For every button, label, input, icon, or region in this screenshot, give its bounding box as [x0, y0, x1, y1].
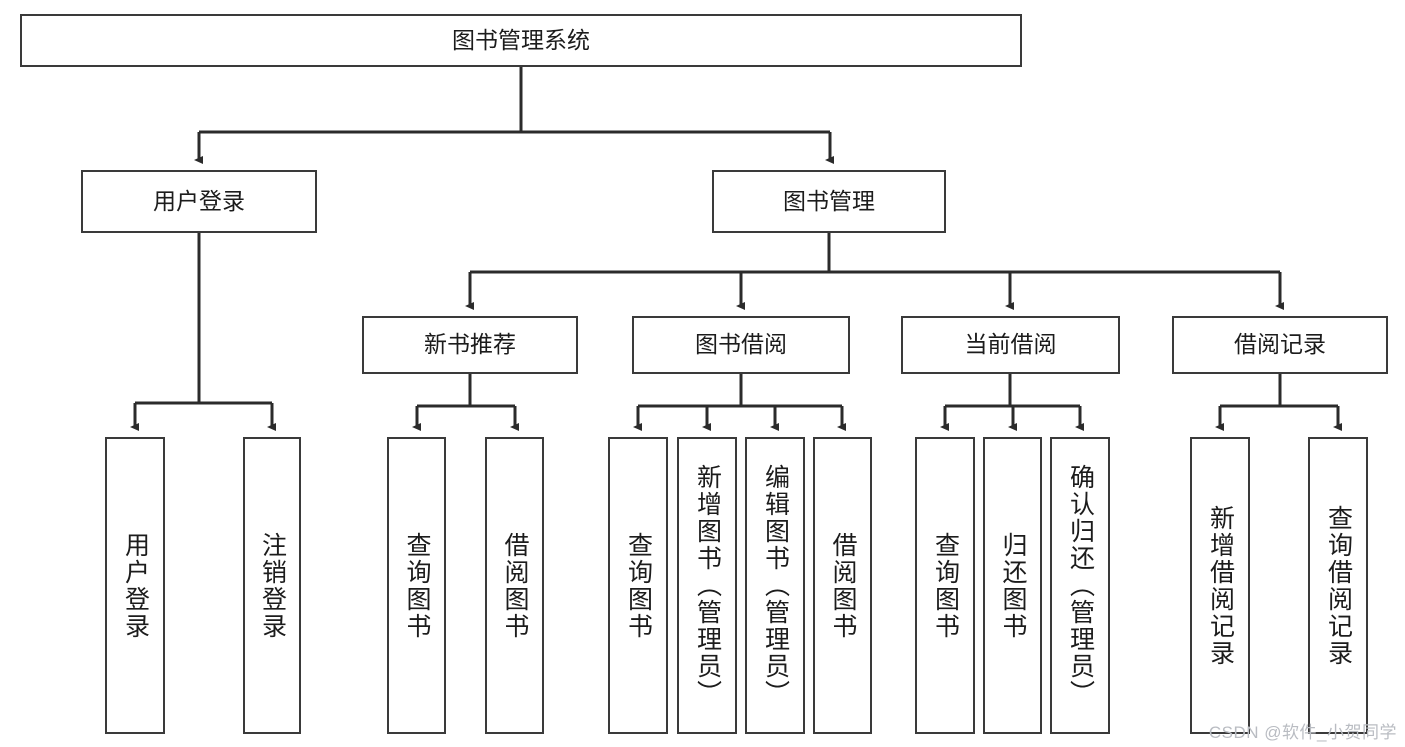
node-leaf-add-record-label: 新增借阅记录: [1206, 504, 1235, 667]
node-new-book-recommend[interactable]: 新书推荐: [362, 316, 578, 374]
watermark-text: CSDN @软件_小贺同学: [1208, 723, 1397, 742]
node-leaf-query-book-1[interactable]: 查询图书: [387, 437, 446, 734]
node-leaf-add-record[interactable]: 新增借阅记录: [1190, 437, 1250, 734]
node-book-borrow[interactable]: 图书借阅: [632, 316, 850, 374]
node-leaf-query-book-3[interactable]: 查询图书: [915, 437, 975, 734]
node-leaf-borrow-book-2-label: 借阅图书: [829, 531, 857, 640]
node-root-label: 图书管理系统: [452, 26, 590, 53]
node-leaf-return-book-label: 归还图书: [999, 531, 1027, 640]
node-user-login[interactable]: 用户登录: [81, 170, 317, 233]
node-borrow-record-label: 借阅记录: [1234, 331, 1326, 358]
node-current-borrow[interactable]: 当前借阅: [901, 316, 1120, 374]
node-leaf-edit-book-label: 编辑图书（管理员）: [761, 464, 790, 707]
node-book-borrow-label: 图书借阅: [695, 331, 787, 358]
node-leaf-user-login-label: 用户登录: [121, 531, 150, 640]
node-book-manage-label: 图书管理: [783, 187, 875, 214]
node-leaf-query-book-2[interactable]: 查询图书: [608, 437, 668, 734]
node-user-login-label: 用户登录: [153, 187, 245, 214]
node-root[interactable]: 图书管理系统: [20, 14, 1022, 67]
node-leaf-confirm-return-label: 确认归还（管理员）: [1066, 464, 1095, 707]
node-book-manage[interactable]: 图书管理: [712, 170, 946, 233]
node-leaf-user-login[interactable]: 用户登录: [105, 437, 165, 734]
node-leaf-query-record-label: 查询借阅记录: [1324, 504, 1353, 667]
node-leaf-borrow-book-1[interactable]: 借阅图书: [485, 437, 544, 734]
node-leaf-borrow-book-1-label: 借阅图书: [501, 531, 529, 640]
node-leaf-query-record[interactable]: 查询借阅记录: [1308, 437, 1368, 734]
node-current-borrow-label: 当前借阅: [964, 331, 1057, 358]
node-leaf-edit-book[interactable]: 编辑图书（管理员）: [745, 437, 805, 734]
node-leaf-confirm-return[interactable]: 确认归还（管理员）: [1050, 437, 1110, 734]
node-leaf-query-book-3-label: 查询图书: [931, 531, 960, 640]
node-leaf-user-logout[interactable]: 注销登录: [243, 437, 301, 734]
node-leaf-user-logout-label: 注销登录: [258, 531, 287, 640]
node-borrow-record[interactable]: 借阅记录: [1172, 316, 1388, 374]
node-leaf-query-book-1-label: 查询图书: [403, 531, 431, 640]
node-new-book-recommend-label: 新书推荐: [424, 331, 516, 358]
node-leaf-borrow-book-2[interactable]: 借阅图书: [813, 437, 872, 734]
node-leaf-add-book-label: 新增图书（管理员）: [693, 464, 722, 707]
node-leaf-add-book[interactable]: 新增图书（管理员）: [677, 437, 737, 734]
node-leaf-query-book-2-label: 查询图书: [624, 531, 653, 640]
node-leaf-return-book[interactable]: 归还图书: [983, 437, 1042, 734]
